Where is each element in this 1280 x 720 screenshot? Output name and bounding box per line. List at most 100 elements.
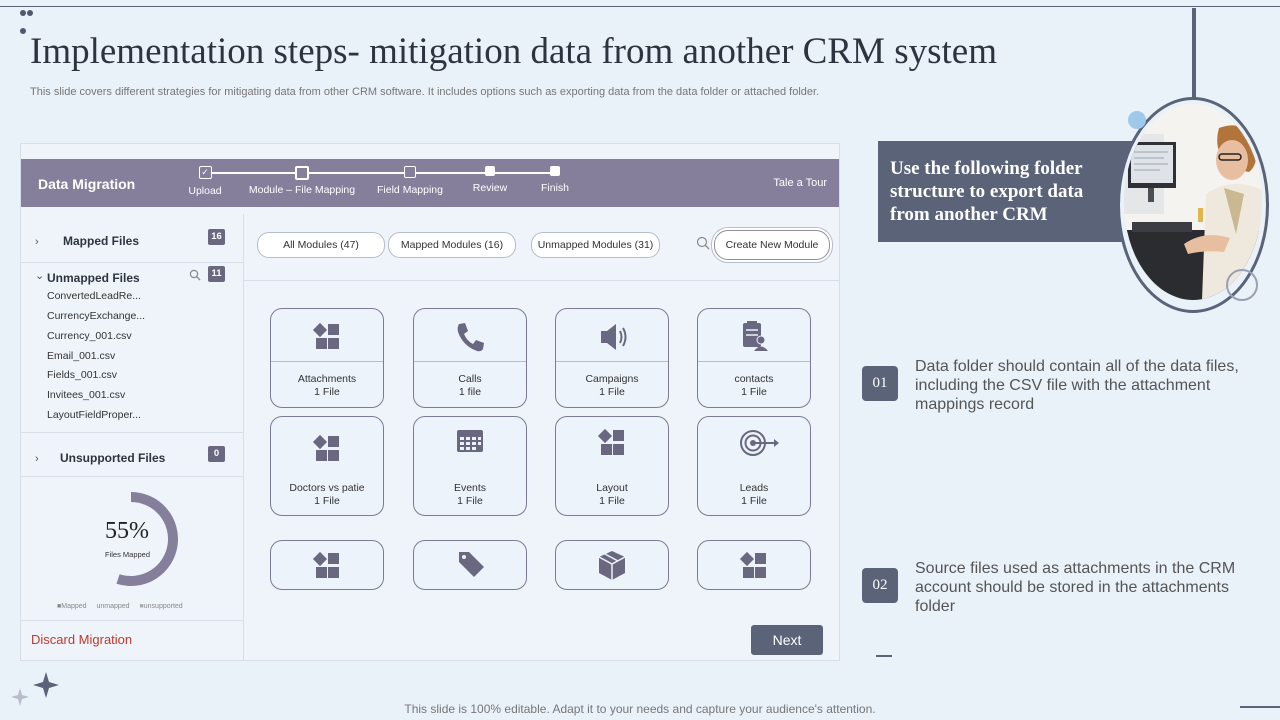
grid-icon [312,322,339,349]
module-card-campaigns[interactable]: Campaigns 1 File [555,308,669,408]
file-item[interactable]: Fields_001.csv [47,369,118,381]
step-finish[interactable]: Finish [525,159,585,194]
module-card-layout[interactable]: Layout 1 File [555,416,669,516]
module-name: Layout [596,482,628,494]
decorative-ring [1226,269,1258,301]
unmapped-files-label: Unmapped Files [47,271,140,285]
module-file-count: 1 File [314,495,340,507]
module-card[interactable] [555,540,669,590]
module-card-contacts[interactable]: contacts 1 File [697,308,811,408]
sparkle-icon [11,672,59,706]
mapped-files-label: Mapped Files [63,234,140,248]
unmapped-count-badge: 11 [208,266,225,282]
module-file-count: 1 File [741,386,767,398]
module-card[interactable] [270,540,384,590]
step-upload[interactable]: ✓ Upload [175,159,235,197]
discard-migration-link[interactable]: Discard Migration [31,632,133,647]
module-card[interactable] [697,540,811,590]
divider [21,620,243,621]
legend-label: unmapped [96,603,130,610]
step-label: Module – File Mapping [248,184,356,196]
phone-icon [457,323,484,352]
legend-mapped: ■Mapped [57,603,87,610]
grid-icon [312,434,339,461]
grid-icon [597,428,624,455]
filter-unmapped-modules[interactable]: Unmapped Modules (31) [531,232,660,258]
module-name: Events [453,482,487,494]
create-new-module-button[interactable]: Create New Module [714,230,830,260]
migration-title: Data Migration [38,176,136,192]
next-button[interactable]: Next [751,625,823,655]
card-divider [271,361,383,362]
file-item[interactable]: Invitees_001.csv [47,389,126,401]
slide-footer: This slide is 100% editable. Adapt it to… [404,702,876,716]
percent-mapped: 55% [105,518,149,544]
grid-icon [312,551,339,578]
module-card[interactable] [413,540,527,590]
module-file-count: 1 File [314,386,340,398]
box-icon [598,551,626,580]
woman-at-desk-photo [1124,104,1262,300]
step-current-marker [295,166,309,180]
file-item[interactable]: Email_001.csv [47,350,116,362]
unsupported-files-label: Unsupported Files [60,451,166,465]
step-label: Finish [540,182,569,194]
take-tour-link[interactable]: Tale a Tour [773,177,827,189]
chevron-right-icon: › [35,236,39,248]
point-text-02: Source files used as attachments in the … [915,560,1236,615]
divider [21,476,243,477]
step-label: Field Mapping [377,184,443,196]
target-icon [740,430,779,456]
percent-caption: Files Mapped [105,550,151,559]
contact-card-icon [743,321,768,351]
file-item[interactable]: LayoutFieldProper... [47,409,141,421]
decorative-dot [1128,111,1146,129]
speaker-icon [601,324,627,350]
search-icon[interactable] [696,236,710,250]
module-file-count: 1 File [599,495,625,507]
migration-header: Data Migration ✓ Upload Module – File Ma… [21,159,839,207]
stepper-line [205,172,555,174]
divider [21,262,243,263]
search-icon[interactable] [189,269,201,281]
files-mapped-donut [116,492,178,586]
slide-title: Implementation steps- mitigation data fr… [30,31,997,72]
module-card-events[interactable]: Events 1 File [413,416,527,516]
files-sidebar: › Mapped Files 16 ⌄ Unmapped Files 11 Co… [21,214,244,660]
card-divider [414,361,526,362]
step-marker [485,166,495,176]
top-rule [0,6,1280,7]
module-name: Calls [458,373,482,385]
step-review[interactable]: Review [460,159,520,194]
donut-legend: ■Mapped unmapped ■unsupported [57,603,191,610]
divider [244,280,839,281]
module-card-attachments[interactable]: Attachments 1 File [270,308,384,408]
filter-mapped-modules[interactable]: Mapped Modules (16) [388,232,516,258]
point-text-01: Data folder should contain all of the da… [915,358,1239,413]
file-item[interactable]: ConvertedLeadRe... [47,290,141,302]
module-card-calls[interactable]: Calls 1 file [413,308,527,408]
data-migration-panel: Data Migration ✓ Upload Module – File Ma… [20,143,840,661]
module-name: contacts [734,373,774,385]
mapped-count-badge: 16 [208,229,225,245]
mapped-arc [116,492,178,586]
module-name: Doctors vs patie [289,482,365,494]
decorative-line [1192,8,1196,100]
step-file-mapping[interactable]: Module – File Mapping [242,159,362,196]
slide-subtitle: This slide covers different strategies f… [30,86,820,98]
check-icon: ✓ [198,166,212,179]
module-file-count: 1 File [457,495,483,507]
module-card-doctors[interactable]: Doctors vs patie 1 File [270,416,384,516]
point-number-01: 01 [862,366,898,401]
callout-box: Use the following folder structure to ex… [878,141,1138,242]
module-file-count: 1 File [741,495,767,507]
file-item[interactable]: CurrencyExchange... [47,310,146,322]
step-marker [550,166,560,176]
step-field-mapping[interactable]: Field Mapping [370,159,450,196]
file-item[interactable]: Currency_001.csv [47,330,132,342]
legend-unsupported: ■unsupported [139,603,183,610]
module-name: Leads [739,482,769,494]
filter-all-modules[interactable]: All Modules (47) [257,232,385,258]
legend-unmapped: unmapped [96,603,129,610]
module-card-leads[interactable]: Leads 1 File [697,416,811,516]
